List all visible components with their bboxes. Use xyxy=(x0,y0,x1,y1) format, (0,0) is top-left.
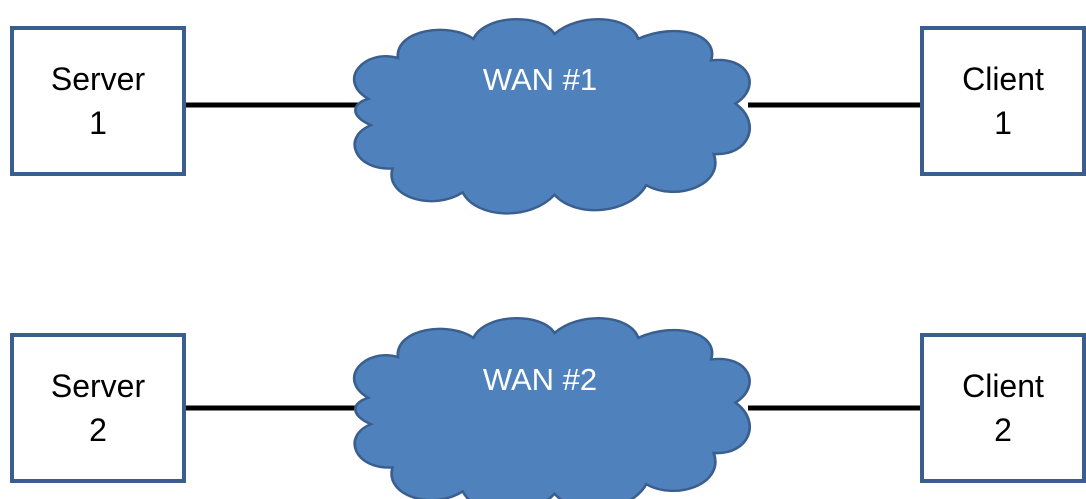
server-2-box: Server 2 xyxy=(10,333,186,483)
wan1-cloud-shape xyxy=(352,17,752,215)
wan2-cloud-shape xyxy=(352,316,752,499)
server-1-name: Server xyxy=(50,61,146,97)
server-2-number: 2 xyxy=(89,412,107,448)
server-2-name: Server xyxy=(50,368,146,404)
client-1-name: Client xyxy=(962,61,1044,97)
wan-1-label: WAN #1 xyxy=(482,62,598,97)
client-1-box: Client 1 xyxy=(920,26,1086,176)
client-2-name: Client xyxy=(962,368,1044,404)
server-1-number: 1 xyxy=(89,105,107,141)
client-2-box: Client 2 xyxy=(920,333,1086,483)
wan-2-label: WAN #2 xyxy=(482,362,598,397)
client-2-number: 2 xyxy=(994,412,1012,448)
client-1-number: 1 xyxy=(994,105,1012,141)
server-1-box: Server 1 xyxy=(10,26,186,176)
